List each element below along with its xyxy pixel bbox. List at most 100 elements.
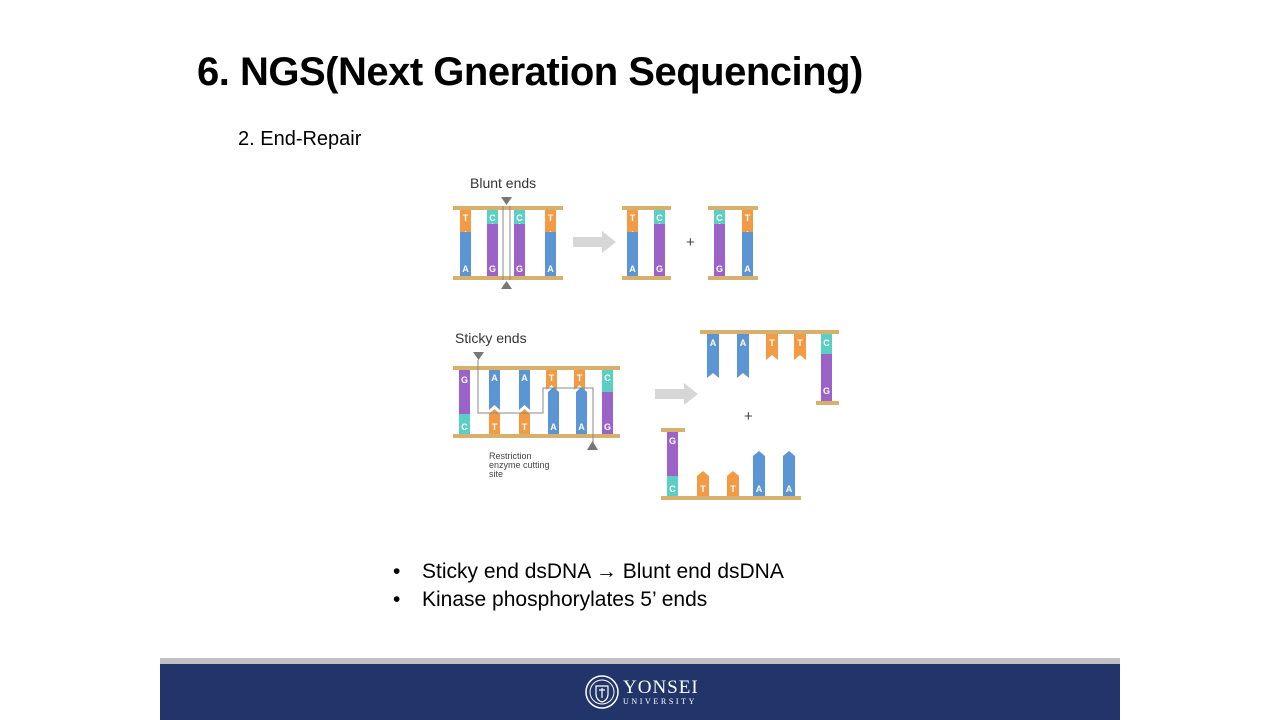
sticky-bottom-product-T-1: T	[727, 471, 739, 496]
sticky-top-product-A-1: A	[737, 334, 749, 378]
blunt-bottom-rail	[453, 276, 563, 280]
sticky-top-T-1: T	[574, 370, 585, 390]
base-letter: T	[730, 484, 736, 494]
base-letter: G	[823, 386, 830, 396]
sticky-bottom-product-T-0: T	[697, 471, 709, 496]
sticky-bottom-rail	[453, 434, 620, 438]
sticky-plus: +	[744, 408, 753, 425]
sticky-bottom-product-A-0: A	[753, 451, 765, 496]
base-letter: C	[516, 213, 523, 223]
base-letter: T	[549, 373, 555, 383]
sticky-top-product-C: C	[821, 334, 832, 354]
blunt-base-pair-0-bottom: A	[460, 232, 471, 276]
sticky-top-A-0: A	[489, 370, 500, 410]
blunt-arrow	[573, 231, 616, 253]
sticky-product-top: A A T T C G	[700, 330, 839, 405]
sticky-top-product-T-1: T	[794, 334, 806, 360]
base-letter: G	[516, 264, 523, 274]
base-letter: A	[550, 422, 557, 432]
base-letter: C	[656, 213, 663, 223]
sticky-bottom-product-G: G	[667, 432, 678, 476]
blunt-right-bottom-rail	[708, 276, 758, 280]
sticky-bottom-T-1: T	[519, 409, 530, 434]
base-letter: T	[769, 338, 775, 348]
blunt-product-right: CG TA	[708, 206, 758, 280]
logo-subtitle: UNIVERSITY	[623, 697, 697, 706]
blunt-right-pair-0-top: C	[714, 210, 725, 228]
sticky-top-product-bases: A A T T C G	[707, 334, 832, 401]
footer-bar	[160, 664, 1120, 720]
bullet-text: Sticky end dsDNA → Blunt end dsDNA	[422, 560, 784, 583]
base-letter: C	[823, 338, 830, 348]
sticky-end-base-C2: C	[602, 370, 613, 392]
bullet-dot: •	[393, 560, 401, 583]
blunt-left-top-rail	[622, 206, 671, 210]
sticky-top-rail	[453, 366, 620, 370]
base-letter: T	[745, 213, 751, 223]
base-letter: G	[669, 436, 676, 446]
base-letter: A	[710, 338, 717, 348]
sticky-bottom-product-rail	[661, 496, 801, 500]
sticky-ends-original: G C A A T T C G T T A A	[453, 352, 620, 450]
blunt-left-bottom-rail	[622, 276, 671, 280]
base-letter: G	[489, 264, 496, 274]
base-letter: A	[578, 422, 585, 432]
base-letter: C	[489, 213, 496, 223]
base-letter: C	[461, 422, 468, 432]
base-letter: G	[461, 375, 468, 385]
base-letter: T	[492, 422, 498, 432]
bullet-list: • Sticky end dsDNA → Blunt end dsDNA • K…	[393, 558, 784, 614]
sticky-top-A-1: A	[519, 370, 530, 410]
university-logo: YONSEI UNIVERSITY	[585, 675, 699, 709]
blunt-right-pair-0-bottom: G	[714, 224, 725, 276]
sticky-end-base-G: G	[459, 370, 470, 414]
sticky-bottom-product-C: C	[667, 476, 678, 496]
sticky-original-bases: G C A A T T C G T T A A	[459, 370, 613, 434]
sticky-end-base-C: C	[459, 414, 470, 434]
sticky-top-product-rail	[700, 330, 839, 334]
blunt-left-pair-0-top: T	[627, 210, 638, 236]
base-letter: C	[604, 373, 611, 383]
base-letter: A	[786, 484, 793, 494]
blunt-left-pair-0-bottom: A	[627, 232, 638, 276]
blunt-top-rail	[453, 206, 563, 210]
base-letter: A	[740, 338, 747, 348]
bullet-item: • Sticky end dsDNA → Blunt end dsDNA	[393, 558, 784, 586]
base-letter: T	[630, 213, 636, 223]
cut-site-label-line-2: enzyme cutting	[489, 460, 550, 470]
sticky-end-base-G2: G	[602, 392, 613, 434]
blunt-plus: +	[686, 234, 695, 251]
base-letter: C	[669, 484, 676, 494]
blunt-base-pair-1-top: C	[487, 210, 498, 228]
bullet-item: • Kinase phosphorylates 5’ ends	[393, 586, 784, 614]
sticky-cut-marker-top	[473, 352, 484, 360]
base-letter: G	[604, 422, 611, 432]
base-letter: T	[522, 422, 528, 432]
base-letter: A	[521, 373, 528, 383]
blunt-right-pair-1-bottom: A	[742, 232, 753, 276]
base-letter: A	[491, 373, 498, 383]
base-letter: A	[756, 484, 763, 494]
sticky-top-product-T-0: T	[766, 334, 778, 360]
sticky-top-product-G: G	[821, 354, 832, 401]
base-letter: T	[577, 373, 583, 383]
base-letter: C	[716, 213, 723, 223]
blunt-base-pair-2-top: C	[514, 210, 525, 228]
blunt-cut-marker-top	[501, 197, 512, 205]
blunt-ends-label: Blunt ends	[470, 175, 536, 191]
sticky-ends-label: Sticky ends	[455, 330, 527, 346]
sticky-bottom-product-A-1: A	[783, 451, 795, 496]
bullet-text: Kinase phosphorylates 5’ ends	[422, 588, 708, 611]
footer-divider	[160, 658, 1120, 664]
blunt-right-pair-1-top: T	[742, 210, 753, 236]
sticky-cut-path	[477, 360, 594, 445]
sticky-top-T-0: T	[546, 370, 557, 390]
blunt-base-pair-2-bottom: G	[514, 224, 525, 276]
sticky-bottom-product-end-rail	[661, 428, 685, 432]
base-letter: A	[462, 264, 469, 274]
bullet-dot: •	[393, 588, 401, 611]
